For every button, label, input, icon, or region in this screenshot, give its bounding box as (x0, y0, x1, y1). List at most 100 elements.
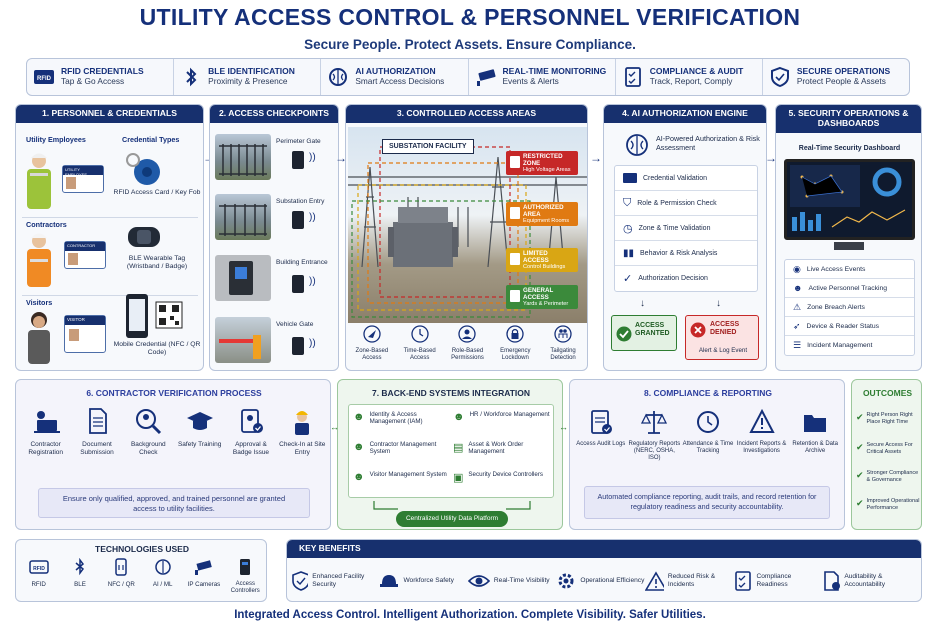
arrow-down-icon: ↓ (640, 298, 645, 309)
clock-icon: ◷ (623, 222, 633, 235)
outcome-list: ✔Right Person Right Place Right Time ✔Se… (856, 412, 920, 526)
page-title: UTILITY ACCESS CONTROL & PERSONNEL VERIF… (139, 4, 801, 30)
feature-subtitle: Protect People & Assets (796, 75, 886, 86)
outcome-label: Right Person Right Place Right Time (866, 412, 913, 425)
section-title: KEY BENEFITS (287, 540, 921, 558)
zone-name: LIMITED ACCESS (523, 250, 549, 264)
controller-icon (240, 559, 251, 575)
people-icon (554, 325, 572, 343)
system-label: Contractor Management System (369, 441, 437, 456)
outcome-label: Secure Access For Critical Assets (866, 442, 913, 455)
tech-label: Access Controllers (230, 581, 260, 595)
benefit-item: Compliance Readiness (733, 571, 821, 591)
section-title: 4. AI AUTHORIZATION ENGINE (604, 105, 766, 123)
system-item: ▣Security Device Controllers (453, 471, 551, 484)
system-item: ☻Identity & Access Management (IAM) (353, 411, 449, 426)
feature-tailgating: Tailgating Detection (539, 325, 587, 369)
brain-icon (624, 133, 650, 162)
clipboard-icon: ▤ (453, 442, 464, 454)
compliance-items: Access Audit Logs Regulatory Reports (NE… (574, 408, 842, 473)
dashboard-item: ◉Live Access Events (785, 260, 914, 279)
check-icon: ✔ (856, 470, 864, 480)
zone-limited: LIMITED ACCESS Control Buildings (506, 248, 578, 272)
feature-label: Tailgating Detection (550, 348, 576, 362)
section-compliance-reporting: 8. COMPLIANCE & REPORTING Access Audit L… (569, 379, 845, 530)
sync-arrow: ↔ (559, 422, 568, 432)
people-icon: ☻ (793, 283, 803, 293)
systems-grid: ☻Identity & Access Management (IAM) ☻ HR … (348, 404, 554, 498)
checkpoint-label: Substation Entry (276, 198, 325, 205)
facility-label: SUBSTATION FACILITY (382, 139, 474, 154)
step-label: Document Submission (80, 441, 114, 456)
scales-icon (641, 411, 668, 434)
outcome-label: Stronger Compliance & Governance (866, 470, 919, 483)
brain-icon (327, 66, 349, 88)
svg-text:RFID: RFID (37, 76, 52, 82)
credential-item: RFID Access Card / Key Fob (113, 189, 201, 196)
navigation-icon (363, 325, 381, 343)
feature-title: REAL-TIME MONITORING (502, 66, 607, 77)
bluetooth-icon (180, 66, 202, 88)
lock-icon (510, 156, 520, 168)
verification-steps: Contractor Registration Document Submiss… (20, 406, 328, 471)
section-access-checkpoints: 2. ACCESS CHECKPOINTS Perimeter Gate )) … (209, 104, 339, 371)
step-label: Approval & Badge Issue (232, 441, 270, 456)
card-reader (292, 151, 304, 169)
outcome-item: ✔Secure Access For Critical Assets (856, 442, 920, 470)
wireless-signal-icon: )) (309, 152, 316, 163)
vehicle-gate-photo (215, 317, 271, 363)
card-reader (292, 337, 304, 355)
zone-desc: Equipment Rooms (523, 218, 570, 224)
compliance-label: Regulatory Reports (NERC, OSHA, ISO) (628, 441, 681, 462)
compliance-item: Retention & Data Archive (788, 408, 842, 473)
user-key-icon: ☻ (353, 411, 365, 423)
rfid-icon-text: RFID (33, 566, 45, 572)
visitor-id-card: VISITOR (64, 315, 106, 353)
zone-authorized: AUTHORIZED AREA Equipment Rooms (506, 202, 578, 226)
checklist-icon (622, 66, 644, 88)
user-role-icon (458, 325, 477, 343)
contractor-id-card: CONTRACTOR (64, 241, 106, 269)
granted-label: ACCESS GRANTED (635, 322, 670, 338)
wireless-signal-icon: )) (309, 276, 316, 287)
feature-title: RFID CREDENTIALS (61, 66, 144, 77)
tech-item: Access Controllers (225, 558, 266, 600)
ai-step: ▮▮Behavior & Risk Analysis (615, 241, 757, 266)
step-registration: Contractor Registration (20, 406, 71, 471)
ai-step: ⛉Role & Permission Check (615, 191, 757, 216)
ai-brain-icon (154, 559, 171, 575)
item-label: Active Personnel Tracking (808, 284, 888, 292)
ai-step: ✓Authorization Decision (615, 266, 757, 291)
compliance-label: Attendance & Time Tracking (682, 441, 734, 455)
access-granted-box: ACCESS GRANTED (611, 315, 677, 351)
denied-label: ACCESS DENIED (710, 321, 740, 337)
checkpoint-label: Building Entrance (276, 259, 328, 266)
feature-title: SECURE OPERATIONS (796, 66, 891, 77)
system-label: HR / Workforce Management (469, 411, 550, 418)
benefit-list: Enhanced Facility Security Workforce Saf… (291, 562, 919, 600)
system-item: ☻Contractor Management System (353, 441, 449, 456)
benefit-label: Reduced Risk & Incidents (667, 573, 716, 588)
checkpoint-label: Perimeter Gate (276, 138, 321, 145)
shield-icon (769, 66, 791, 88)
check-icon: ✔ (856, 412, 864, 422)
building-entrance-photo (215, 255, 271, 301)
zone-general: GENERAL ACCESS Yards & Perimeter (506, 285, 578, 309)
step-label: Check-In at Site Entry (279, 441, 326, 456)
card-label: VISITOR (65, 316, 105, 325)
bluetooth-icon (75, 557, 85, 576)
id-card-icon (623, 173, 637, 183)
hard-hat-icon (380, 575, 399, 587)
wireless-signal-icon: )) (309, 212, 316, 223)
section-key-benefits: KEY BENEFITS Enhanced Facility Security … (286, 539, 922, 602)
wearable-tag-icon (126, 222, 162, 257)
card-reader (292, 275, 304, 293)
step-background: Background Check (123, 406, 174, 471)
system-item: ☻Visitor Management System (353, 471, 449, 483)
key-fob-icon (123, 152, 163, 193)
benefit-label: Enhanced Facility Security (312, 573, 365, 588)
feature-label: Zone-Based Access (355, 348, 389, 362)
